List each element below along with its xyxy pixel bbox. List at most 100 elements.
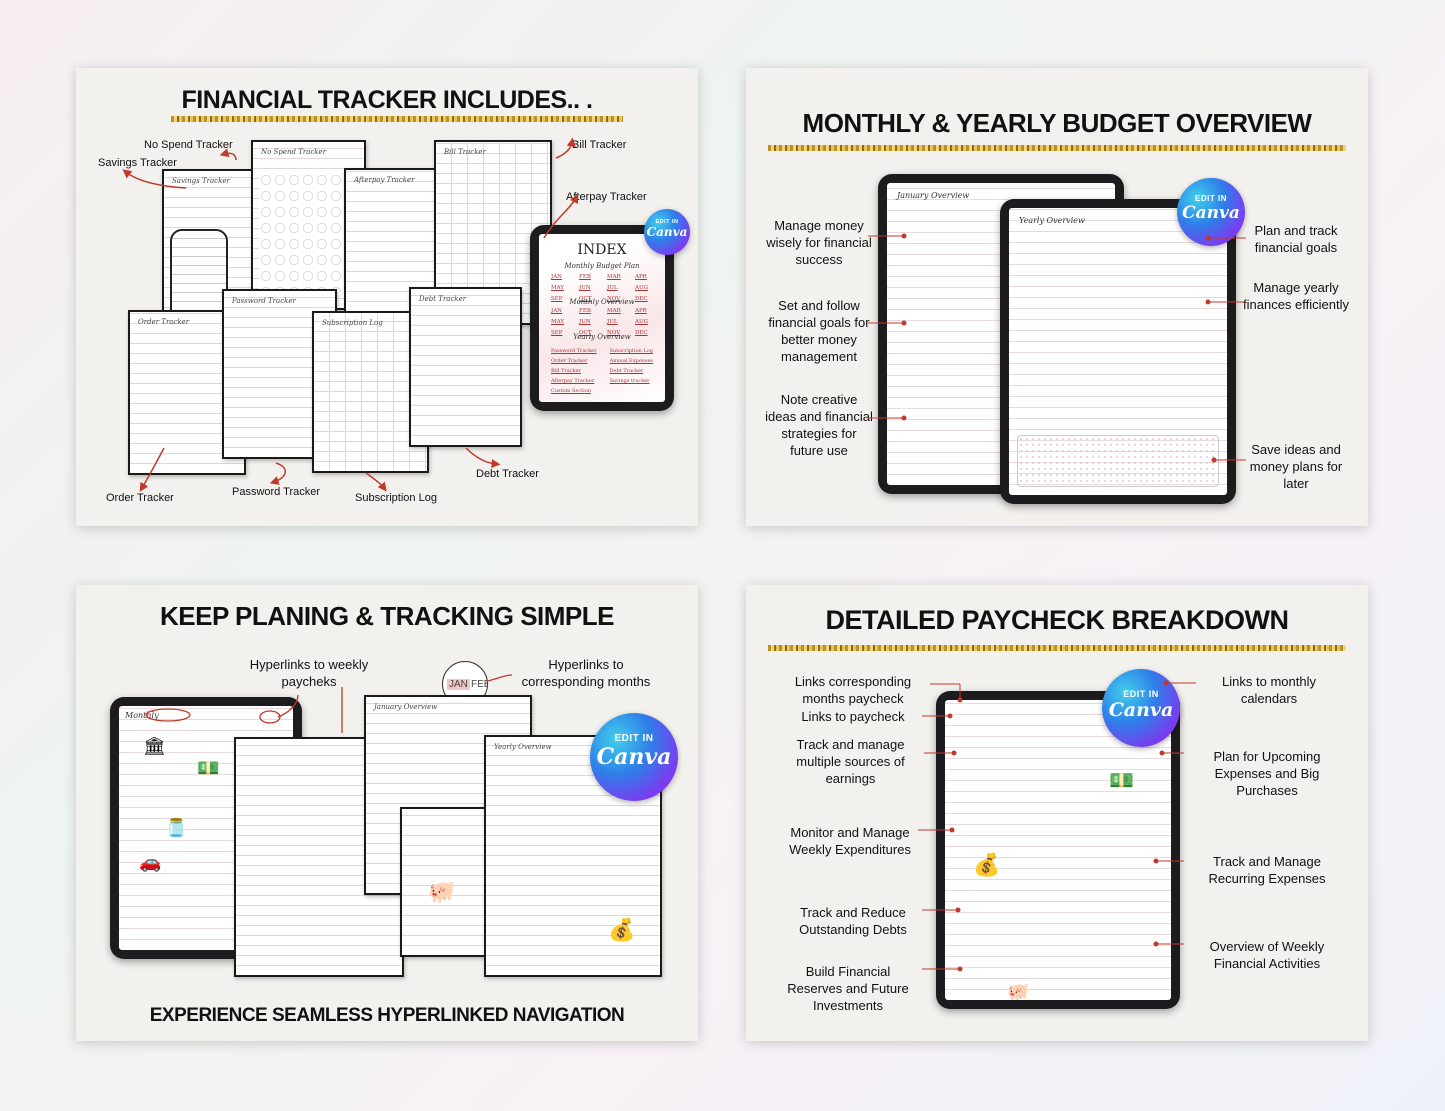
index-month-link[interactable]: MAY — [551, 319, 565, 325]
zoom-jan: JAN — [447, 679, 470, 690]
index-month-link[interactable]: DEC — [635, 296, 648, 302]
index-month-link[interactable]: JUL — [607, 285, 618, 291]
money-icon: 💵 — [197, 758, 220, 778]
panel-paycheck-breakdown: DETAILED PAYCHECK BREAKDOWN 💵 💰 🐖 EDIT I… — [746, 585, 1368, 1041]
gold-divider — [768, 645, 1346, 651]
label-weekly-activities: Overview of Weekly Financial Activities — [1209, 939, 1325, 971]
canva-brand-label: Canva — [596, 744, 672, 770]
jar-graphic — [170, 229, 228, 321]
label-plan-goals: Plan and track financial goals — [1254, 223, 1338, 255]
money-bag-icon: 💰 — [973, 852, 1001, 877]
label-afterpay-tracker: Afterpay Tracker — [566, 191, 647, 203]
index-month-link[interactable]: NOV — [607, 296, 621, 302]
index-title: INDEX — [577, 242, 627, 258]
label-manage-money: Manage money wisely for financial succes… — [766, 218, 872, 267]
label-bill-tracker: Bill Tracker — [572, 139, 627, 151]
debt-tracker-page: Debt Tracker — [409, 287, 522, 447]
panel1-title: FINANCIAL TRACKER INCLUDES.. . — [181, 86, 593, 114]
index-month-link[interactable]: JUN — [579, 319, 591, 325]
index-section-link[interactable]: Debt Tracker — [609, 368, 644, 374]
index-section-link[interactable]: Custom Section — [551, 388, 591, 394]
index-section-link[interactable]: Password Tracker — [551, 348, 597, 354]
money-bag-icon: 💰 — [608, 917, 636, 942]
index-tablet: INDEX Monthly Budget Plan JAN FEB MAR APR MA… — [530, 225, 674, 411]
pointer-lines — [145, 674, 513, 733]
index-month-link[interactable]: AUG — [635, 285, 649, 291]
index-month-link[interactable]: NOV — [607, 330, 621, 336]
pointer-lines — [868, 233, 1246, 463]
panel-planning-simple: KEEP PLANING & TRACKING SIMPLE Hyperlink… — [76, 585, 698, 1041]
index-section-link[interactable]: Order Tracker — [551, 358, 588, 364]
label-links-paycheck: Links to paycheck — [801, 709, 905, 724]
index-month-link[interactable]: OCT — [579, 330, 592, 336]
index-month-link[interactable]: APR — [635, 308, 647, 314]
notes-box — [1017, 435, 1219, 487]
pointer-lines — [918, 680, 1196, 972]
house-icon: 🏛 — [143, 736, 166, 756]
canva-edit-label: EDIT IN — [1123, 689, 1159, 699]
index-section-link[interactable]: Savings tracker — [609, 378, 650, 384]
label-order-tracker: Order Tracker — [106, 492, 174, 504]
label-debt-tracker: Debt Tracker — [476, 468, 539, 480]
label-set-goals: Set and follow financial goals for bette… — [768, 298, 870, 364]
index-month-link[interactable]: MAY — [551, 285, 565, 291]
index-month-link[interactable]: AUG — [635, 319, 649, 325]
edit-in-canva-badge[interactable]: EDIT IN Canva — [1177, 178, 1245, 246]
label-note-ideas: Note creative ideas and financial strate… — [765, 392, 873, 458]
index-month-link[interactable]: FEB — [579, 308, 591, 314]
label-weekly-expenditures: Monitor and Manage Weekly Expenditures — [789, 825, 911, 857]
index-month-link[interactable]: JUN — [579, 285, 591, 291]
panel4-title: DETAILED PAYCHECK BREAKDOWN — [825, 605, 1289, 635]
label-outstanding-debts: Track and Reduce Outstanding Debts — [799, 905, 907, 937]
index-month-link[interactable]: MAR — [607, 274, 621, 280]
back-tablet-title: January Overview — [897, 191, 970, 200]
index-month-grid-2: JAN FEB MAR APR MAY JUN JUL AUG SEP OCT NOV DEC — [551, 308, 653, 336]
subscription-log-page: Subscription Log — [312, 311, 429, 473]
index-month-link[interactable]: SEP — [551, 296, 563, 302]
label-subscription-log: Subscription Log — [355, 492, 437, 504]
edit-in-canva-badge[interactable]: EDIT IN Canva — [644, 209, 690, 255]
index-month-link[interactable]: OCT — [579, 296, 592, 302]
piggy-bank-icon: 🐖 — [428, 879, 456, 904]
money-icon: 💵 — [1109, 770, 1134, 792]
label-password-tracker: Password Tracker — [232, 486, 321, 498]
yearly-overview-title: Yearly Overview — [494, 743, 552, 751]
canva-brand-label: Canva — [646, 225, 688, 239]
index-month-link[interactable]: JAN — [551, 274, 562, 280]
index-section-link[interactable]: Bill Tracker — [551, 368, 581, 374]
canva-brand-label: Canva — [1108, 699, 1174, 721]
index-subtitle-budget: Monthly Budget Plan — [564, 262, 640, 270]
monthly-title: Monthly — [125, 711, 159, 720]
panel-financial-tracker: FINANCIAL TRACKER INCLUDES.. . Savings T… — [76, 68, 698, 526]
index-month-link[interactable]: FEB — [579, 274, 591, 280]
index-month-link[interactable]: MAR — [607, 308, 621, 314]
panel3-title: KEEP PLANING & TRACKING SIMPLE — [159, 601, 615, 631]
index-month-link[interactable]: DEC — [635, 330, 648, 336]
label-recurring-expenses: Track and Manage Recurring Expenses — [1208, 854, 1326, 886]
gold-divider — [171, 116, 623, 122]
january-overview-title: January Overview — [374, 703, 438, 711]
index-section-link[interactable]: Afterpay Tracker — [551, 378, 595, 384]
label-hyperlinks-months: Hyperlinks to corresponding months — [521, 657, 651, 689]
index-subtitle-overview: Monthly Overview — [569, 298, 635, 306]
canva-edit-label: EDIT IN — [614, 733, 654, 744]
front-tablet-title: Yearly Overview — [1019, 216, 1085, 225]
index-section-link[interactable]: Subscription Log — [609, 348, 653, 354]
label-yearly-finances: Manage yearly finances efficiently — [1243, 280, 1349, 312]
label-hyperlinks-weekly: Hyperlinks to weekly paycheks — [249, 657, 369, 689]
index-section-link[interactable]: Annual Expenses — [609, 358, 653, 364]
panel3-subtitle: EXPERIENCE SEAMLESS HYPERLINKED NAVIGATI… — [149, 1005, 625, 1026]
index-month-link[interactable]: JUL — [607, 319, 618, 325]
pointer-arrows — [122, 137, 579, 492]
label-savings-tracker: Savings Tracker — [98, 157, 177, 169]
index-month-link[interactable]: APR — [635, 274, 647, 280]
edit-in-canva-badge[interactable]: EDIT IN Canva — [590, 713, 678, 801]
label-save-ideas: Save ideas and money plans for later — [1249, 442, 1343, 491]
index-month-link[interactable]: JAN — [551, 308, 562, 314]
label-track-earnings: Track and manage multiple sources of ear… — [796, 737, 905, 786]
index-month-link[interactable]: SEP — [551, 330, 563, 336]
paycheck-screen: 💵 💰 🐖 — [945, 700, 1171, 1000]
label-financial-reserves: Build Financial Reserves and Future Inve… — [787, 964, 909, 1013]
